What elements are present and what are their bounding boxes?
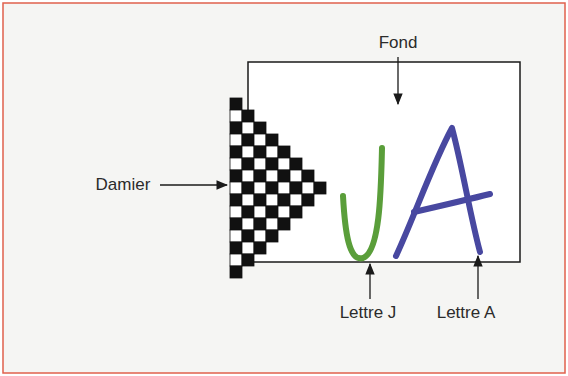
- checker-cell: [302, 170, 314, 182]
- checker-cell: [266, 146, 278, 158]
- checker-cell: [254, 206, 266, 218]
- checker-cell: [254, 230, 266, 242]
- checker-cell: [278, 182, 290, 194]
- checker-cell: [290, 194, 302, 206]
- checker-cell: [242, 206, 254, 218]
- checker-cell: [278, 158, 290, 170]
- page-frame: [3, 3, 565, 373]
- checker-cell: [242, 230, 254, 242]
- checker-cell: [290, 182, 302, 194]
- checker-cell: [266, 170, 278, 182]
- checker-cell: [230, 122, 242, 134]
- checker-cell: [290, 206, 302, 218]
- checker-cell: [278, 194, 290, 206]
- checker-cell: [230, 218, 242, 230]
- checker-cell: [266, 194, 278, 206]
- checker-cell: [242, 194, 254, 206]
- checker-cell: [266, 134, 278, 146]
- checker-cell: [254, 218, 266, 230]
- checker-cell: [242, 170, 254, 182]
- checker-cell: [254, 146, 266, 158]
- checker-cell: [254, 182, 266, 194]
- checker-cell: [230, 146, 242, 158]
- callout-label: Fond: [379, 34, 418, 53]
- checker-cell: [266, 158, 278, 170]
- checker-cell: [290, 158, 302, 170]
- checker-cell: [230, 98, 242, 110]
- checker-cell: [230, 182, 242, 194]
- letter-j: [343, 148, 382, 258]
- checker-cell: [242, 122, 254, 134]
- callout-label: Lettre A: [437, 304, 496, 323]
- checker-cell: [230, 266, 242, 278]
- checker-cell: [266, 182, 278, 194]
- checker-cell: [278, 146, 290, 158]
- checker-cell: [254, 194, 266, 206]
- checker-cell: [302, 182, 314, 194]
- leader-arrow: [369, 264, 370, 299]
- letter-a: [396, 128, 480, 256]
- checker-cell: [242, 134, 254, 146]
- checker-cell: [254, 242, 266, 254]
- checker-cell: [230, 170, 242, 182]
- checker-cell: [230, 134, 242, 146]
- checker-cell: [278, 218, 290, 230]
- checker-cell: [266, 218, 278, 230]
- checker-cell: [242, 182, 254, 194]
- leader-arrow: [477, 256, 478, 299]
- checker-cell: [278, 206, 290, 218]
- leader-arrow: [160, 184, 227, 185]
- checker-cell: [242, 158, 254, 170]
- checker-cell: [242, 146, 254, 158]
- checker-cell: [242, 242, 254, 254]
- checker-cell: [290, 170, 302, 182]
- checker-cell: [254, 134, 266, 146]
- callout-label: Lettre J: [340, 304, 397, 323]
- letter-a-bar: [414, 194, 490, 212]
- checker-cell: [278, 170, 290, 182]
- checker-cell: [230, 206, 242, 218]
- checker-cell: [230, 194, 242, 206]
- checker-cell: [242, 110, 254, 122]
- checker-cell: [254, 170, 266, 182]
- checker-cell: [242, 218, 254, 230]
- leader-arrow: [397, 57, 398, 104]
- checker-cell: [266, 206, 278, 218]
- checker-cell: [254, 122, 266, 134]
- checker-cell: [254, 158, 266, 170]
- checker-cell: [266, 230, 278, 242]
- checker-cell: [230, 242, 242, 254]
- checker-cell: [242, 254, 254, 266]
- checker-cell: [314, 182, 326, 194]
- checker-cell: [302, 194, 314, 206]
- checker-cell: [230, 230, 242, 242]
- checker-cell: [230, 254, 242, 266]
- image-frame: [248, 62, 520, 262]
- checkerboard: [230, 98, 326, 278]
- checker-cell: [230, 158, 242, 170]
- callout-label: Damier: [96, 176, 151, 195]
- checker-cell: [230, 110, 242, 122]
